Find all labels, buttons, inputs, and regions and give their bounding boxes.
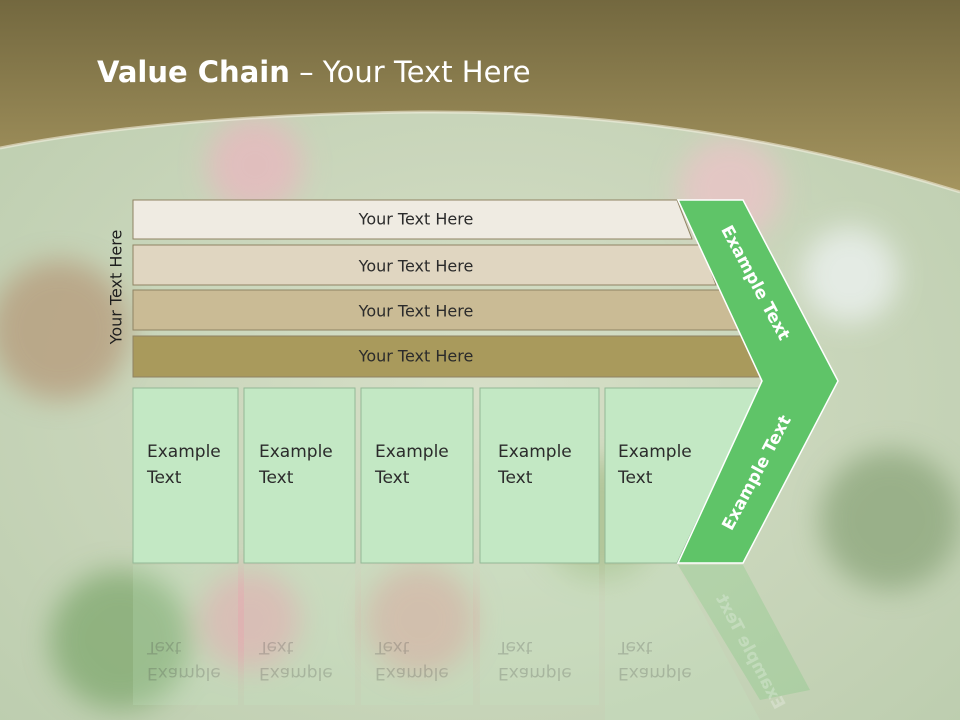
row-bar-2	[132, 244, 717, 286]
box-reflection-5: Example Text	[618, 637, 692, 683]
side-label: Your Text Here	[106, 229, 126, 345]
activity-box-5	[604, 387, 761, 564]
activity-box-4	[479, 387, 600, 564]
activity-box-reflection-1	[133, 565, 238, 705]
box-label-5: Example Text	[618, 442, 692, 488]
box-reflection-3: Example Text	[375, 637, 449, 683]
box-reflection-4: Example Text	[498, 637, 572, 683]
row-label-3: Your Text Here	[358, 301, 474, 321]
chevron-reflection	[678, 565, 810, 700]
activity-box-1	[132, 387, 239, 564]
row-label-4: Your Text Here	[358, 346, 474, 366]
activity-box-3	[360, 387, 474, 564]
row-label-1: Your Text Here	[358, 209, 474, 229]
slide-title: Value Chain – Your Text Here	[97, 55, 531, 89]
box-label-4: Example Text	[498, 442, 572, 488]
box-label-3: Example Text	[375, 442, 449, 488]
activity-box-2	[243, 387, 356, 564]
box-label-2: Example Text	[259, 442, 333, 488]
chevron-arrow	[676, 199, 839, 564]
box-label-1: Example Text	[147, 442, 221, 488]
activity-box-reflection-4	[480, 565, 599, 705]
activity-box-reflection-5	[605, 565, 760, 720]
activity-box-reflection-3	[361, 565, 473, 705]
box-reflection-1: Example Text	[147, 637, 221, 683]
value-chain-shapes	[132, 199, 839, 720]
activity-box-reflection-2	[244, 565, 355, 705]
row-bar-1	[132, 199, 693, 240]
box-reflection-2: Example Text	[259, 637, 333, 683]
row-label-2: Your Text Here	[358, 256, 474, 276]
